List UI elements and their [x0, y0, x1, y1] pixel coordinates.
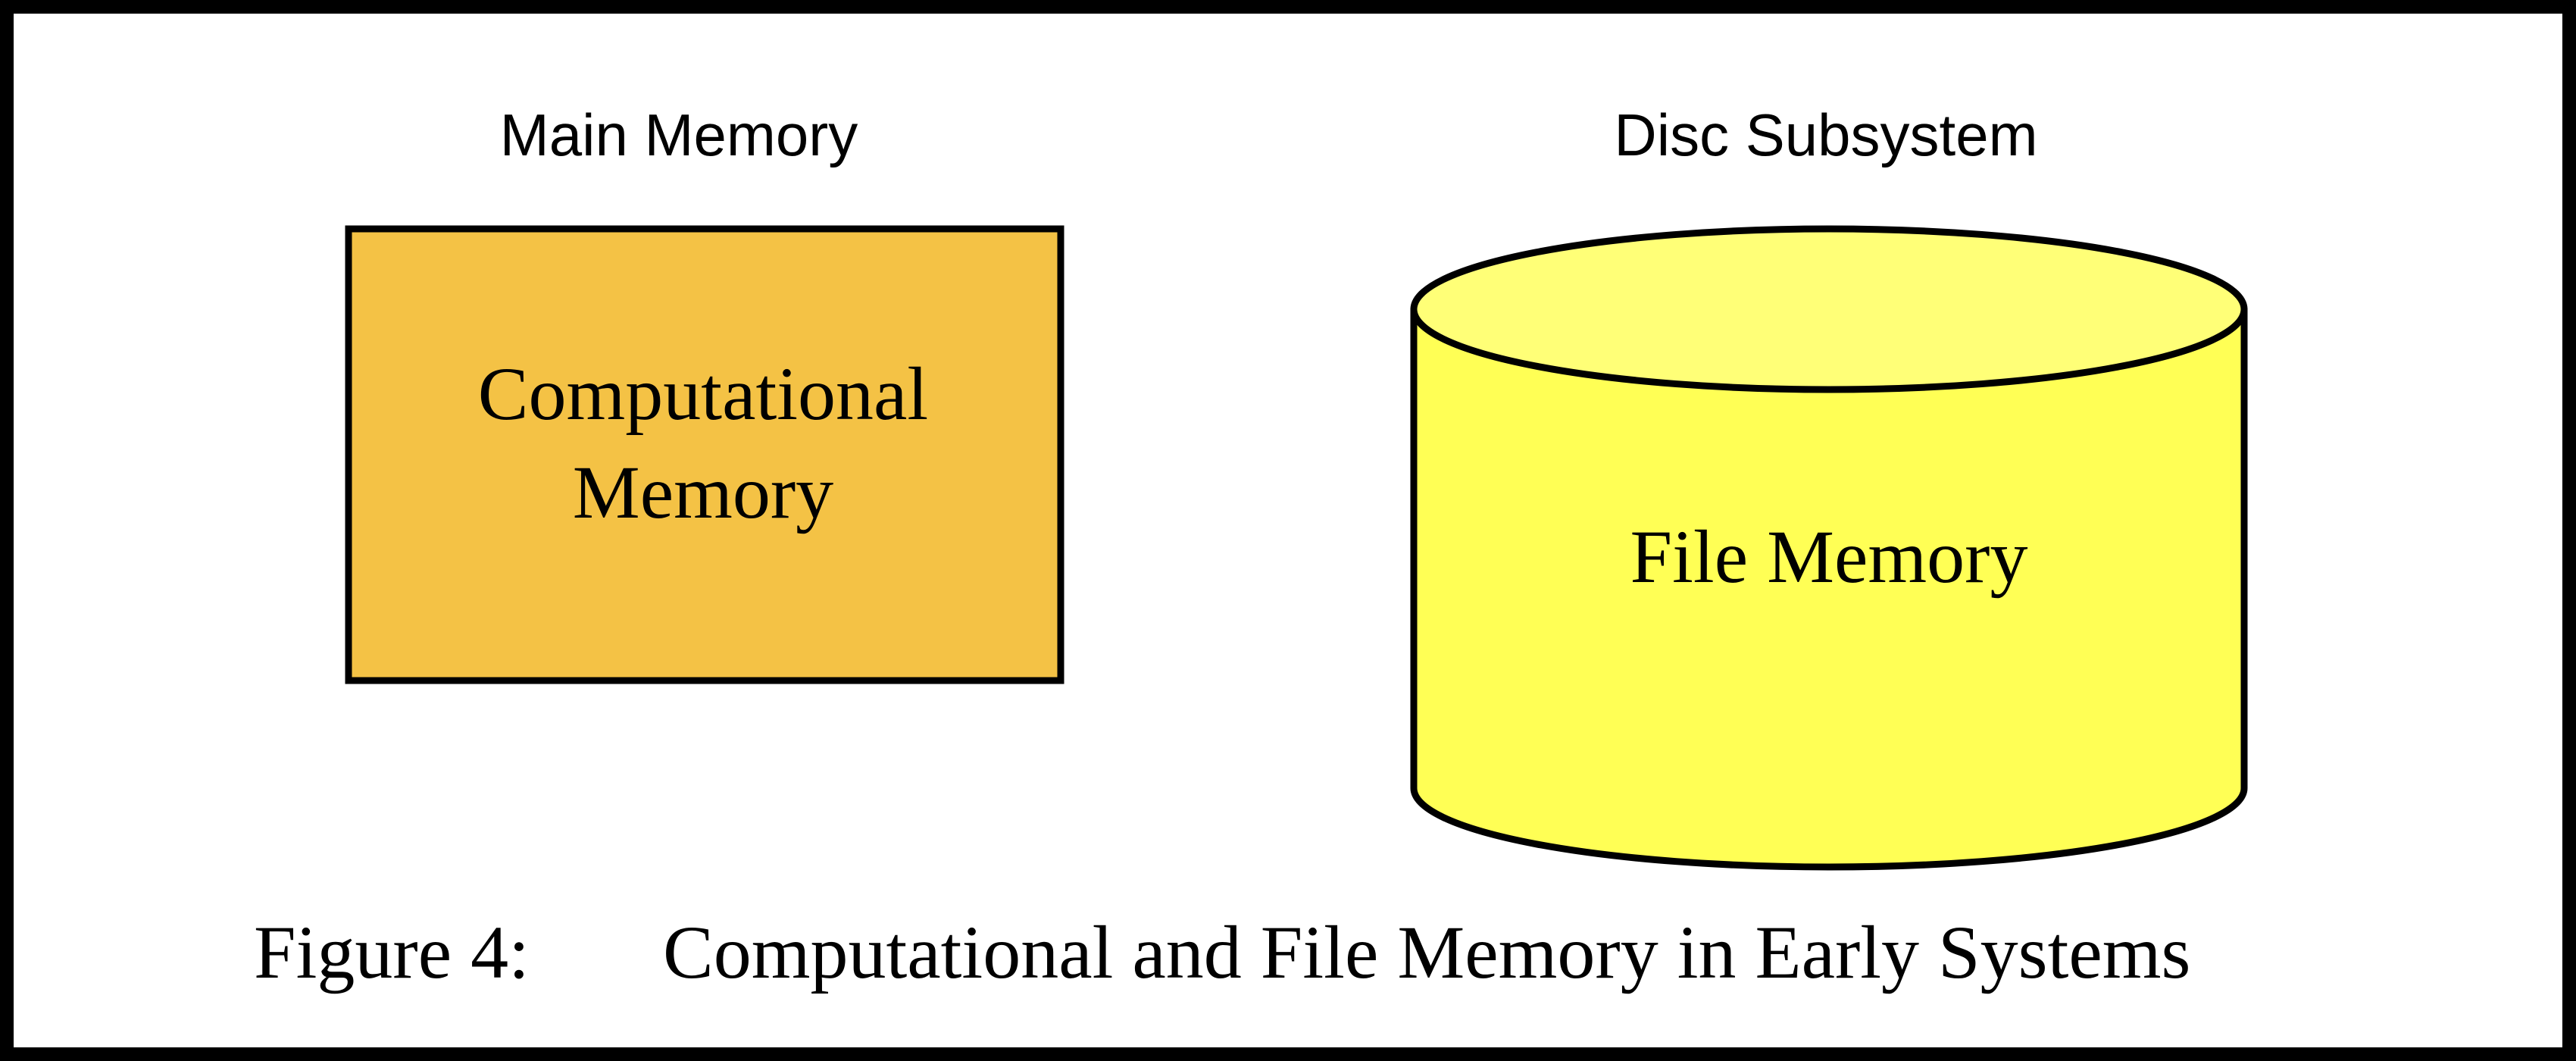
computational-memory-label-line1: Computational: [478, 352, 928, 436]
computational-memory-box: [345, 225, 1064, 684]
file-memory-cylinder-body: [1410, 305, 2248, 871]
file-memory-cylinder-top: [1410, 225, 2248, 393]
disc-subsystem-heading: Disc Subsystem: [1614, 102, 2037, 168]
main-memory-heading: Main Memory: [500, 102, 858, 168]
figure-caption-text: Computational and File Memory in Early S…: [663, 910, 2190, 994]
file-memory-label: File Memory: [1630, 515, 2028, 599]
main-memory-group: Main Memory Computational Memory: [345, 102, 1064, 684]
computational-memory-label-line2: Memory: [573, 450, 833, 534]
figure-caption: Figure 4: Computational and File Memory …: [254, 910, 2190, 994]
figure-number: Figure 4:: [254, 910, 530, 994]
disc-subsystem-group: Disc Subsystem File Memory: [1410, 102, 2248, 871]
